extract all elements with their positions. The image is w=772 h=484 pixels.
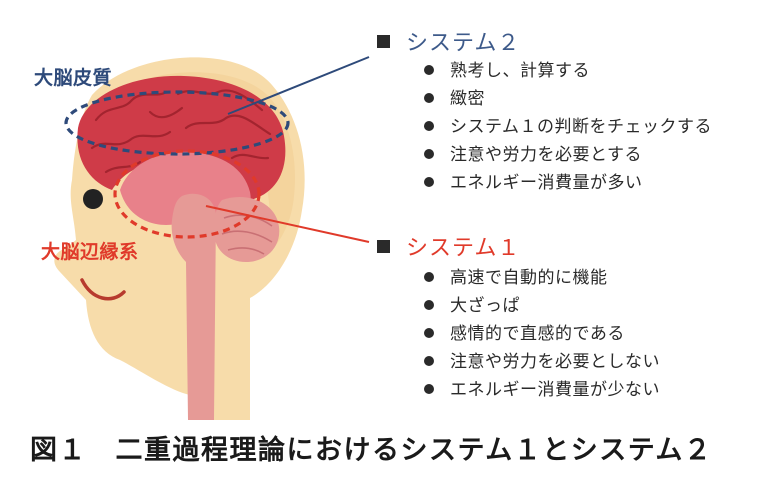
mouth [80, 278, 126, 301]
system1-title: システム１ [406, 236, 521, 261]
list-item: エネルギー消費量が多い [424, 169, 712, 197]
brainstem [171, 193, 216, 420]
limbic-ellipse [113, 149, 261, 239]
bullet-dot-icon [424, 384, 434, 394]
system2-list: 熟考し、計算する 緻密 システム１の判断をチェックする 注意や労力を必要とする … [424, 57, 712, 197]
label-cortex: 大脳皮質 [34, 67, 113, 89]
list-item: 大ざっぱ [424, 292, 660, 320]
list-item: 高速で自動的に機能 [424, 264, 660, 292]
system1-heading: システム１ [377, 230, 520, 262]
bullet-dot-icon [424, 121, 434, 131]
bullet-dot-icon [424, 93, 434, 103]
cerebellum [214, 196, 280, 262]
bullet-dot-icon [424, 300, 434, 310]
system2-heading: システム２ [377, 25, 520, 57]
figure-caption: 図１ 二重過程理論におけるシステム１とシステム２ [30, 435, 713, 466]
label-limbic: 大脳辺縁系 [41, 241, 139, 263]
bullet-dot-icon [424, 65, 434, 75]
list-item: 注意や労力を必要としない [424, 348, 660, 376]
system1-list: 高速で自動的に機能 大ざっぱ 感情的で直感的である 注意や労力を必要としない エ… [424, 264, 660, 404]
list-item: 緻密 [424, 85, 712, 113]
bullet-dot-icon [424, 356, 434, 366]
bullet-dot-icon [424, 328, 434, 338]
list-item: 熟考し、計算する [424, 57, 712, 85]
connector-system2 [227, 56, 370, 115]
bullet-dot-icon [424, 149, 434, 159]
list-item: エネルギー消費量が少ない [424, 376, 660, 404]
cortex-ellipse [64, 90, 290, 156]
square-bullet-icon [377, 240, 390, 253]
list-item: 注意や労力を必要とする [424, 141, 712, 169]
square-bullet-icon [377, 35, 390, 48]
bullet-dot-icon [424, 177, 434, 187]
list-item: システム１の判断をチェックする [424, 113, 712, 141]
connector-system1 [205, 205, 370, 243]
list-item: 感情的で直感的である [424, 320, 660, 348]
system2-title: システム２ [406, 31, 521, 56]
eye [83, 189, 103, 209]
bullet-dot-icon [424, 272, 434, 282]
